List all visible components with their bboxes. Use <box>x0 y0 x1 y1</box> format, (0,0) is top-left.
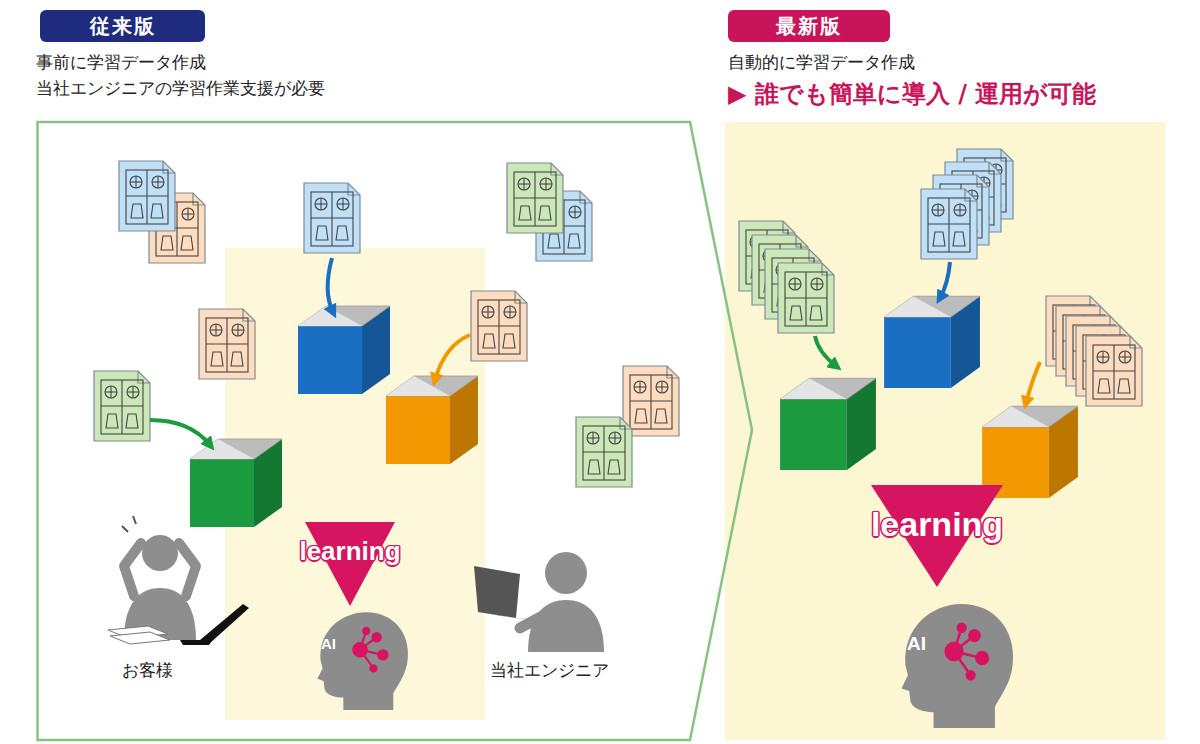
drawing-sheet <box>94 371 150 441</box>
sort-arrow <box>435 335 470 380</box>
network-node <box>363 628 369 634</box>
ai-head: AI <box>308 606 412 710</box>
sort-arrow <box>940 262 950 298</box>
sort-arrow <box>815 336 836 366</box>
network-node <box>976 652 988 664</box>
open-box <box>298 306 390 394</box>
network-node <box>370 665 376 671</box>
network-node <box>946 643 963 660</box>
learning-triangle: learning <box>852 485 1022 587</box>
neural-network <box>946 624 988 679</box>
open-box <box>190 439 282 527</box>
sort-arrow <box>1026 362 1040 403</box>
version-badge: 従来版 <box>40 10 205 42</box>
drawing-sheet <box>119 161 175 231</box>
neural-network <box>353 628 387 672</box>
ai-text: AI <box>321 636 336 651</box>
open-box <box>884 296 980 388</box>
head-silhouette <box>902 604 1014 728</box>
network-node <box>378 650 387 659</box>
old-version-panel: 事前に学習データ作成当社エンジニアの学習作業支援が必要 learningAI <box>36 50 756 744</box>
panel-note: ▶ 誰でも簡単に導入 / 運用が可能 <box>728 80 1096 109</box>
learning-arrow-triangle <box>871 485 1003 587</box>
drawing-sheet <box>623 366 679 436</box>
open-box <box>982 406 1078 498</box>
drawing-sheet <box>304 183 360 253</box>
sorting-arrows <box>150 258 1040 445</box>
learning-triangle: learning <box>285 522 415 606</box>
open-box <box>780 378 876 470</box>
person-caption: お客様 <box>122 660 173 680</box>
drawing-sheet <box>1086 336 1142 406</box>
badge-text: 最新版 <box>776 15 842 37</box>
drawing-sheet <box>921 189 977 259</box>
sort-arrow <box>150 420 210 445</box>
engineer-figure <box>474 552 604 652</box>
panel-note: 当社エンジニアの学習作業支援が必要 <box>36 78 325 98</box>
arrow-panel-border <box>38 122 753 740</box>
ai-head: AI <box>890 596 1018 728</box>
drawing-sheet <box>778 263 834 333</box>
network-node <box>967 671 975 679</box>
drawing-sheet <box>507 163 563 233</box>
open-box <box>386 376 478 464</box>
badge-text: 従来版 <box>90 15 156 37</box>
head-shape <box>308 606 412 710</box>
learning-text: learning <box>871 507 1003 541</box>
network-node <box>353 643 367 657</box>
drawing-sheet <box>471 291 527 361</box>
new-version-panel: 自動的に学習データ作成 ▶ 誰でも簡単に導入 / 運用が可能 learningAI <box>725 50 1165 744</box>
learning-arrow-triangle <box>305 522 395 606</box>
ai-text: AI <box>907 634 926 653</box>
sort-arrow <box>328 258 333 312</box>
panel-note: 自動的に学習データ作成 <box>728 52 915 72</box>
customer-figure <box>108 516 249 645</box>
head-silhouette <box>317 612 408 710</box>
head-shape <box>890 596 1018 728</box>
version-badge: 最新版 <box>728 10 890 42</box>
network-node <box>969 630 979 641</box>
network-node <box>958 624 966 632</box>
network-node <box>372 633 380 641</box>
drawing-sheet <box>199 309 255 379</box>
person-caption: 当社エンジニア <box>490 660 609 680</box>
drawing-sheet <box>576 417 632 487</box>
triangle-shape <box>285 522 415 606</box>
learning-text: learning <box>299 538 400 564</box>
panel-note: 事前に学習データ作成 <box>36 52 206 72</box>
panel-fill <box>725 122 1165 740</box>
